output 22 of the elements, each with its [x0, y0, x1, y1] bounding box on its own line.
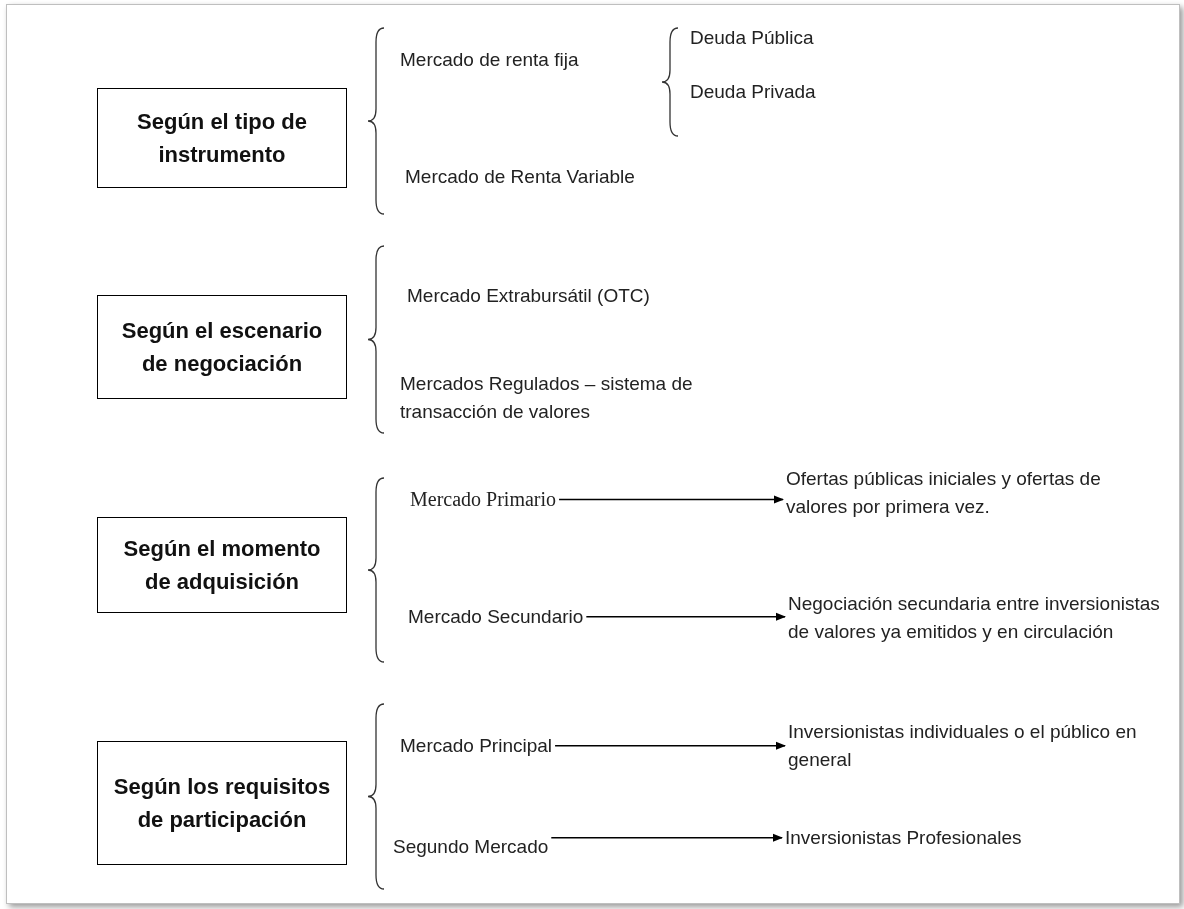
- item-text: Mercado Extrabursátil (OTC): [407, 284, 650, 308]
- category-box: Según los requisitos de participación: [97, 741, 347, 865]
- item-text: Mercado de Renta Variable: [405, 165, 635, 189]
- arrow: [550, 833, 783, 842]
- arrow: [585, 612, 786, 621]
- item-text: Deuda Privada: [690, 80, 816, 104]
- node-text: Inversionistas individuales o el público en general: [788, 718, 1180, 774]
- arrow: [558, 495, 784, 504]
- node-text: Negociación secundaria entre inversionistas de valores ya emitidos y en circulación: [788, 590, 1173, 646]
- item-text: Deuda Pública: [690, 26, 814, 50]
- node-text: Inversionistas Profesionales: [785, 824, 1022, 852]
- node-text: Mercado Secundario: [408, 603, 584, 631]
- node-text: Ofertas públicas iniciales y ofertas de valores por primera vez.: [786, 465, 1156, 521]
- node-text: Mercado Principal: [400, 732, 553, 760]
- category-box: Según el tipo de instrumento: [97, 88, 347, 188]
- node-text: Mercado Primario: [410, 485, 557, 514]
- item-text: Mercados Regulados – sistema de transacción de valores: [400, 372, 694, 424]
- arrow: [554, 741, 786, 750]
- category-box: Según el escenario de negociación: [97, 295, 347, 399]
- category-box: Según el momento de adquisición: [97, 517, 347, 613]
- item-text: Mercado de renta fija: [400, 48, 579, 72]
- node-text: Segundo Mercado: [393, 833, 549, 861]
